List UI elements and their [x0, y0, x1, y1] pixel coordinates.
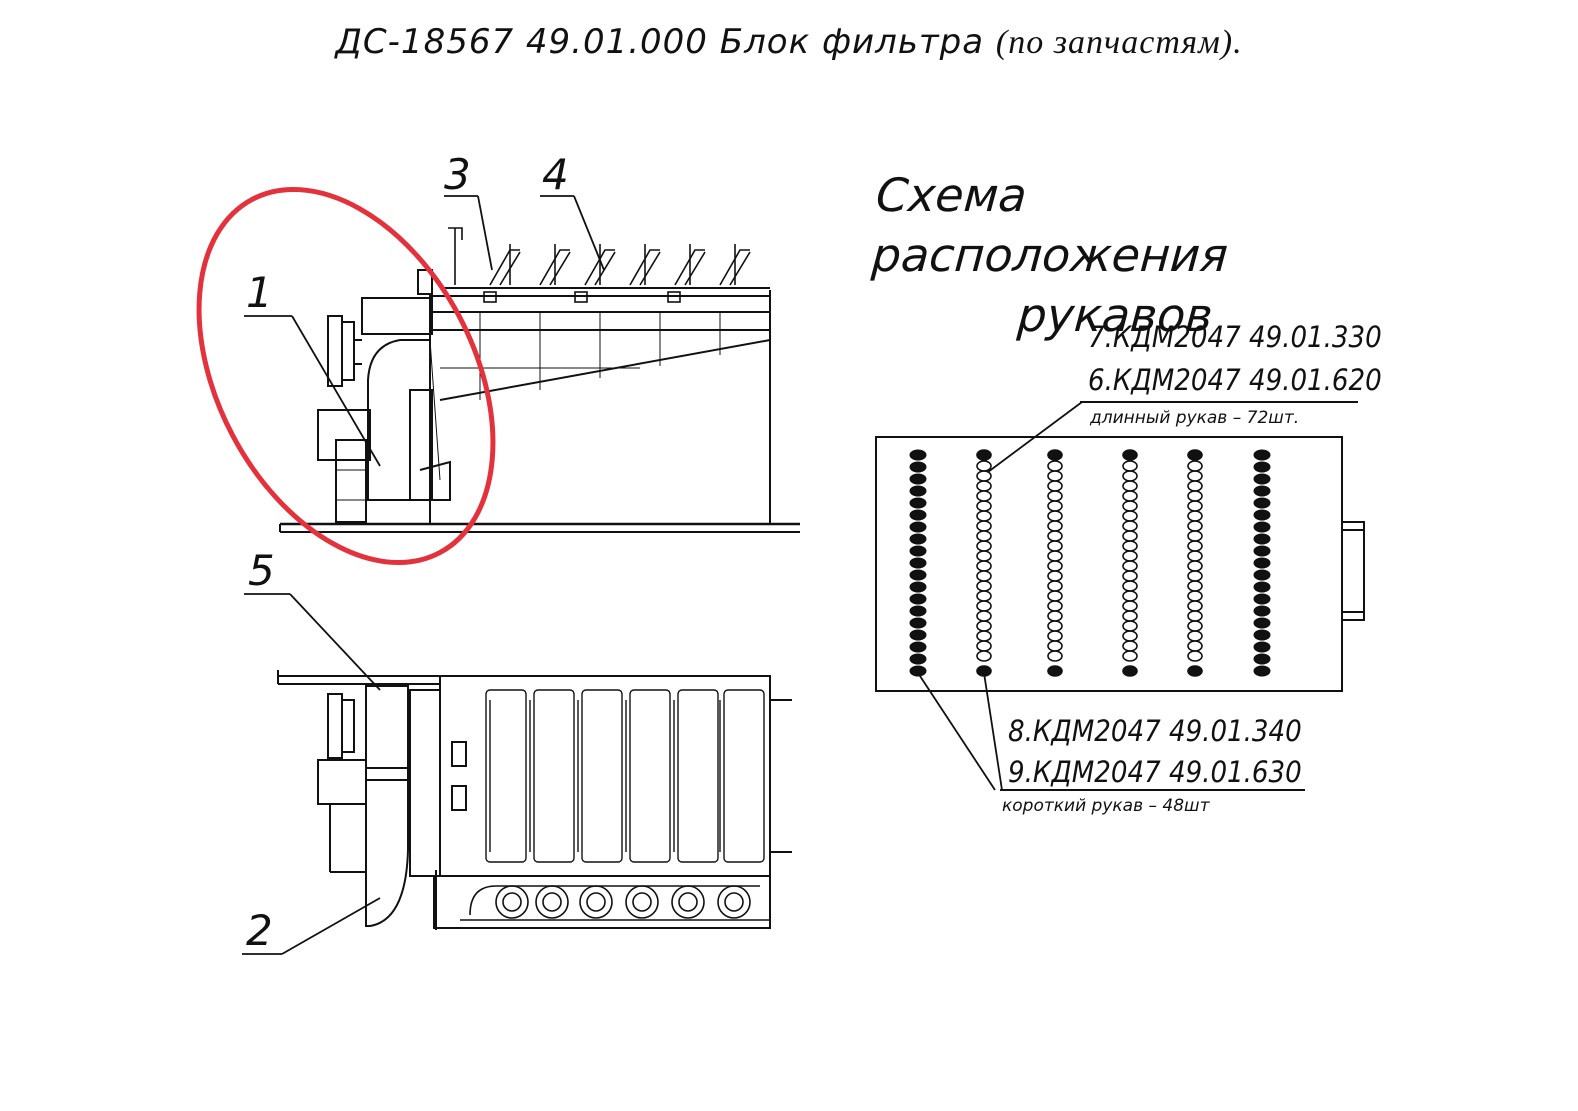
callout-2: 2: [246, 906, 273, 955]
long-sleeve-note: длинный рукав – 72шт.: [1090, 408, 1300, 428]
side-view: [279, 227, 800, 533]
part-9: 9.КДМ2047 49.01.630: [1008, 755, 1302, 789]
part-8: 8.КДМ2047 49.01.340: [1008, 714, 1302, 748]
short-sleeve-note: короткий рукав – 48шт: [1002, 796, 1210, 816]
page-title: ДС-18567 49.01.000 Блок фильтра (по запч…: [0, 22, 1578, 62]
sleeve-column-3: [1047, 449, 1063, 677]
sleeve-column-4: [1122, 449, 1138, 677]
highlight-ellipse: [196, 186, 496, 566]
leader-lines: [242, 195, 1083, 955]
sleeve-column-5: [1187, 449, 1203, 677]
sleeve-column-2: [976, 449, 992, 677]
scheme-heading-line1: Схема расположения: [870, 168, 1230, 282]
callout-3: 3: [444, 150, 471, 199]
title-code: ДС-18567 49.01.000 Блок фильтра: [335, 22, 985, 62]
scheme-heading: Схема расположения рукавов: [866, 165, 1379, 345]
top-view: [277, 670, 792, 930]
callout-1: 1: [246, 268, 273, 317]
sleeve-column-6: [1253, 449, 1271, 677]
part-7: 7.КДМ2047 49.01.330: [1088, 320, 1382, 354]
sleeve-column-1: [909, 449, 927, 677]
callout-4: 4: [542, 150, 569, 199]
callout-5: 5: [248, 546, 275, 595]
sleeve-layout: [875, 401, 1365, 791]
title-suffix: (по запчастям).: [995, 24, 1243, 61]
sleeve-columns: [909, 449, 1271, 677]
part-6: 6.КДМ2047 49.01.620: [1088, 363, 1382, 397]
